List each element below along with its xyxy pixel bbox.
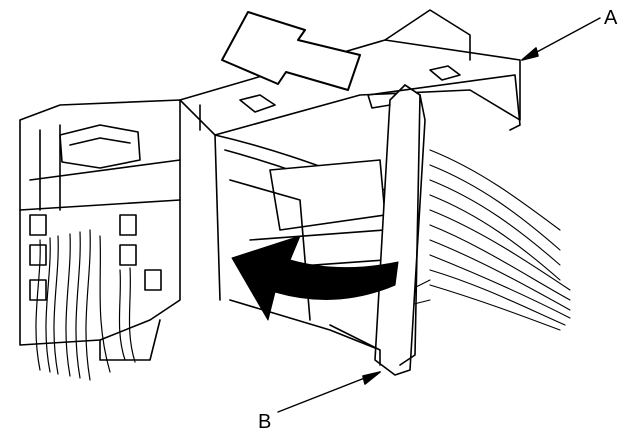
callout-b: B: [258, 371, 381, 433]
up-left-outline-arrow: [221, 11, 361, 91]
curved-black-arrow: [231, 235, 399, 321]
lever-a: [329, 74, 521, 376]
connector-left-block: [19, 99, 181, 361]
wire-bundle-right: [409, 149, 571, 331]
wire-bundle-left: [35, 229, 136, 381]
connector-housing-top: [179, 9, 521, 301]
callout-b-label: B: [258, 411, 271, 433]
connector-cavity: [214, 134, 386, 351]
callout-a: A: [521, 7, 618, 61]
callout-a-label: A: [604, 7, 618, 29]
